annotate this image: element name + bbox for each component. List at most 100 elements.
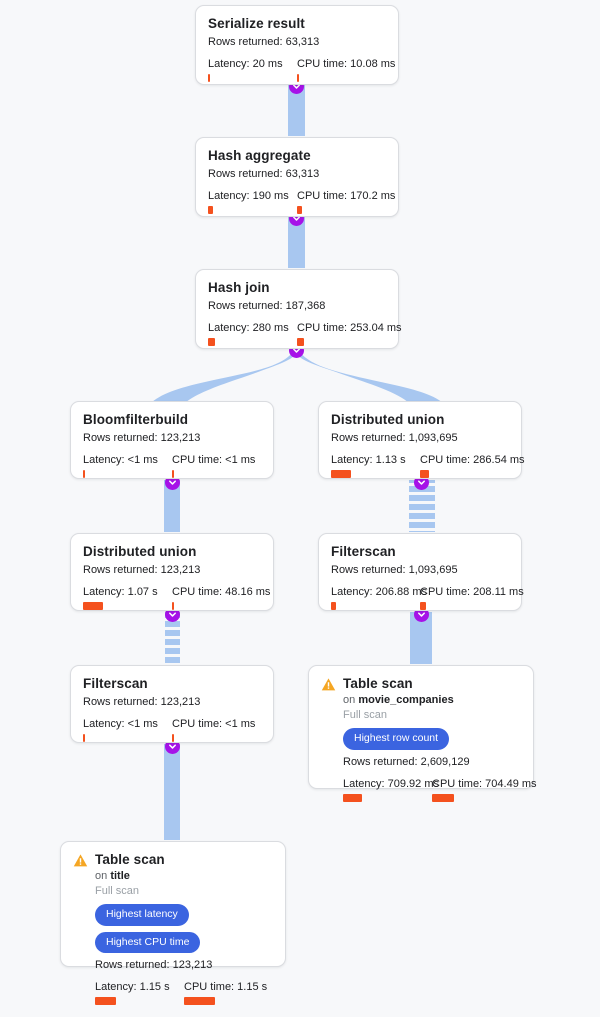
node-title: Hash join <box>208 280 270 295</box>
plan-node-serialize-result[interactable]: Serialize result Rows returned: 63,313 L… <box>195 5 399 85</box>
metric-latency-bar <box>95 997 116 1005</box>
metric-latency: Latency: 709.92 ms <box>343 777 440 802</box>
metric-latency: Latency: <1 ms <box>83 717 172 742</box>
metric-cpu-bar <box>297 206 302 214</box>
metric-cpu-bar <box>297 338 304 346</box>
edge-filterscan-tablescan-left <box>164 744 180 840</box>
metric-latency-label: Latency: 20 ms <box>208 58 283 70</box>
node-badges: Highest row count <box>343 728 521 750</box>
metric-cpu-label: CPU time: 253.04 ms <box>297 322 402 334</box>
metric-latency-bar <box>331 602 336 610</box>
warning-icon <box>73 854 88 867</box>
metric-cpu-label: CPU time: 704.49 ms <box>432 777 537 790</box>
plan-node-table-scan-title[interactable]: Table scan on title Full scan Highest la… <box>60 841 286 1005</box>
table-name: movie_companies <box>358 694 454 706</box>
plan-node-distributed-union-right[interactable]: Distributed union Rows returned: 1,093,6… <box>318 401 525 479</box>
badge-highest-cpu-time[interactable]: Highest CPU time <box>95 931 201 953</box>
metric-latency-label: Latency: 1.15 s <box>95 981 170 993</box>
metric-latency: Latency: 1.07 s <box>83 585 172 610</box>
metric-latency-bar <box>208 206 213 214</box>
node-body: on movie_companies Full scan Highest row… <box>321 693 537 802</box>
node-metrics: Latency: <1 ms CPU time: <1 ms <box>83 717 261 742</box>
node-header: Filterscan <box>83 675 261 692</box>
metric-cpu-label: CPU time: <1 ms <box>172 454 256 466</box>
edge-hashjoin-distributedunion <box>295 352 444 404</box>
metric-cpu-label: CPU time: 208.11 ms <box>420 586 524 598</box>
node-title: Distributed union <box>83 544 197 559</box>
node-rows-returned: Rows returned: 123,213 <box>83 432 201 444</box>
metric-latency-bar <box>83 602 103 610</box>
plan-node-table-scan-movie-companies[interactable]: Table scan on movie_companies Full scan … <box>308 665 537 802</box>
metric-latency: Latency: 1.15 s <box>95 980 184 1005</box>
metric-cpu-bar <box>420 470 429 478</box>
metric-cpu-bar <box>297 74 299 82</box>
node-title: Distributed union <box>331 412 445 427</box>
metric-latency-label: Latency: 1.13 s <box>331 454 406 466</box>
node-metrics: Latency: 206.88 ms CPU time: 208.11 ms <box>331 585 524 610</box>
badge-highest-latency[interactable]: Highest latency <box>95 904 189 926</box>
node-title: Filterscan <box>83 676 148 691</box>
metric-cpu: CPU time: <1 ms <box>172 453 261 478</box>
node-rows-returned: Rows returned: 1,093,695 <box>331 564 458 576</box>
metric-latency-label: Latency: 206.88 ms <box>331 586 428 598</box>
node-metrics: Latency: 1.13 s CPU time: 286.54 ms <box>331 453 525 478</box>
metric-latency-bar <box>343 793 362 802</box>
plan-node-bloomfilterbuild[interactable]: Bloomfilterbuild Rows returned: 123,213 … <box>70 401 274 479</box>
node-header: Serialize result <box>208 15 386 32</box>
node-metrics: Latency: 190 ms CPU time: 170.2 ms <box>208 189 395 214</box>
node-metrics: Latency: 1.07 s CPU time: 48.16 ms <box>83 585 270 610</box>
metric-cpu-label: CPU time: 286.54 ms <box>420 454 525 466</box>
node-title: Serialize result <box>208 16 305 31</box>
metric-latency-bar <box>208 74 210 82</box>
node-metrics: Latency: <1 ms CPU time: <1 ms <box>83 453 261 478</box>
node-header: Table scan <box>73 851 273 868</box>
edge-hashjoin-bloomfilterbuild <box>150 352 298 404</box>
node-metrics: Latency: 1.15 s CPU time: 1.15 s <box>95 980 273 1005</box>
node-rows-returned: Rows returned: 63,313 <box>208 168 320 180</box>
plan-node-hash-aggregate[interactable]: Hash aggregate Rows returned: 63,313 Lat… <box>195 137 399 217</box>
metric-cpu-label: CPU time: 1.15 s <box>184 981 268 993</box>
badge-highest-row-count[interactable]: Highest row count <box>343 728 450 750</box>
metric-latency-bar <box>331 470 351 478</box>
metric-cpu-label: CPU time: 10.08 ms <box>297 58 396 70</box>
metric-cpu: CPU time: <1 ms <box>172 717 261 742</box>
node-rows-returned: Rows returned: 187,368 <box>208 300 326 312</box>
metric-cpu-label: CPU time: <1 ms <box>172 718 256 730</box>
node-rows-returned: Rows returned: 123,213 <box>95 959 213 971</box>
plan-node-distributed-union-left[interactable]: Distributed union Rows returned: 123,213… <box>70 533 274 611</box>
metric-cpu-bar <box>172 602 174 610</box>
node-metrics: Latency: 20 ms CPU time: 10.08 ms <box>208 57 396 82</box>
node-metrics: Latency: 280 ms CPU time: 253.04 ms <box>208 321 402 346</box>
metric-cpu: CPU time: 48.16 ms <box>172 585 270 610</box>
node-rows-returned: Rows returned: 123,213 <box>83 696 201 708</box>
metric-latency-label: Latency: 190 ms <box>208 190 289 202</box>
node-title: Hash aggregate <box>208 148 311 163</box>
metric-latency: Latency: 190 ms <box>208 189 297 214</box>
metric-latency-label: Latency: 709.92 ms <box>343 777 440 790</box>
metric-latency: Latency: 20 ms <box>208 57 297 82</box>
node-badges: Highest latency Highest CPU time <box>95 904 273 953</box>
metric-cpu: CPU time: 208.11 ms <box>420 585 524 610</box>
plan-node-filterscan-right[interactable]: Filterscan Rows returned: 1,093,695 Late… <box>318 533 524 611</box>
metric-cpu-bar <box>432 793 454 802</box>
metric-latency: Latency: 1.13 s <box>331 453 420 478</box>
node-rows-returned: Rows returned: 63,313 <box>208 36 320 48</box>
metric-latency-label: Latency: 1.07 s <box>83 586 158 598</box>
metric-cpu-bar <box>420 602 426 610</box>
metric-cpu: CPU time: 10.08 ms <box>297 57 396 82</box>
node-title: Filterscan <box>331 544 396 559</box>
node-rows-returned: Rows returned: 1,093,695 <box>331 432 458 444</box>
node-header: Hash aggregate <box>208 147 386 164</box>
metric-latency: Latency: <1 ms <box>83 453 172 478</box>
metric-latency-bar <box>208 338 215 346</box>
node-metrics: Latency: 709.92 ms CPU time: 704.49 ms <box>343 777 537 802</box>
metric-latency-bar <box>83 470 85 478</box>
plan-node-filterscan-left[interactable]: Filterscan Rows returned: 123,213 Latenc… <box>70 665 274 743</box>
node-scan-type: Full scan <box>343 709 388 721</box>
metric-cpu: CPU time: 253.04 ms <box>297 321 402 346</box>
metric-cpu-bar <box>184 997 215 1005</box>
metric-latency: Latency: 206.88 ms <box>331 585 428 610</box>
plan-node-hash-join[interactable]: Hash join Rows returned: 187,368 Latency… <box>195 269 402 349</box>
warning-icon <box>321 678 336 691</box>
